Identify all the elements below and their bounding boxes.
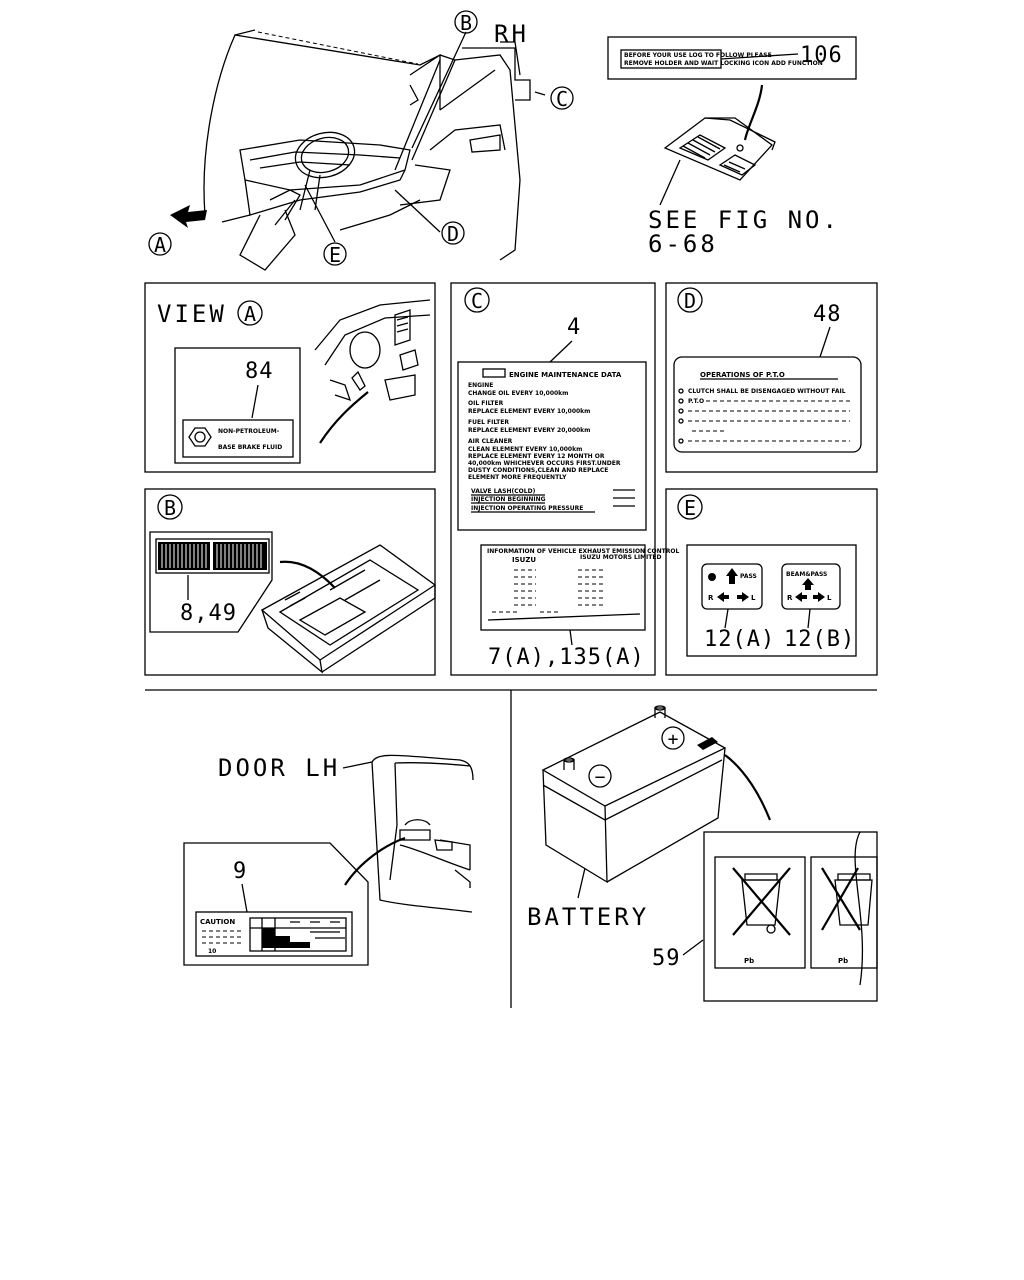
svg-text:B: B bbox=[460, 11, 472, 35]
callout-a-top: A bbox=[148, 232, 172, 257]
rh-label: RH bbox=[494, 20, 529, 48]
panel-d: D 48 OPERATIONS OF P.T.O CLUTCH SHALL BE… bbox=[665, 282, 878, 473]
svg-text:E: E bbox=[329, 243, 341, 267]
svg-text:C: C bbox=[556, 87, 568, 111]
svg-text:BEAM&PASS: BEAM&PASS bbox=[786, 571, 827, 578]
panel-c: C 4 ENGINE MAINTENANCE DATA ENGINE CHANG… bbox=[450, 282, 679, 676]
svg-text:12(B): 12(B) bbox=[784, 627, 855, 652]
door-lh-section: DOOR LH 9 CAUTION 10 bbox=[183, 754, 474, 966]
svg-text:OIL FILTER: OIL FILTER bbox=[468, 400, 504, 407]
callout-b-top: B bbox=[454, 10, 478, 35]
svg-text:CLEAN ELEMENT EVERY 10,000km: CLEAN ELEMENT EVERY 10,000km bbox=[468, 446, 582, 453]
label-106: BEFORE YOUR USE LOG TO FOLLOW PLEASE REM… bbox=[607, 36, 857, 80]
svg-text:A: A bbox=[154, 233, 166, 257]
svg-text:CLUTCH SHALL BE DISENGAGED WIT: CLUTCH SHALL BE DISENGAGED WITHOUT FAIL bbox=[688, 388, 846, 395]
svg-text:PASS: PASS bbox=[740, 573, 757, 580]
svg-text:CAUTION: CAUTION bbox=[200, 918, 235, 926]
svg-text:ENGINE MAINTENANCE DATA: ENGINE MAINTENANCE DATA bbox=[509, 371, 622, 379]
svg-text:E: E bbox=[684, 496, 696, 520]
svg-text:9: 9 bbox=[233, 859, 247, 884]
svg-text:ENGINE: ENGINE bbox=[468, 382, 493, 389]
svg-text:L: L bbox=[751, 594, 756, 602]
svg-text:AIR CLEANER: AIR CLEANER bbox=[468, 438, 513, 445]
svg-text:VALVE LASH(COLD): VALVE LASH(COLD) bbox=[471, 488, 536, 495]
svg-text:INFORMATION OF VEHICLE EXHAUST: INFORMATION OF VEHICLE EXHAUST EMISSION … bbox=[487, 548, 679, 555]
svg-text:10: 10 bbox=[208, 948, 216, 955]
panel-e: E PASS R L 12(A) BEAM&PASS R L 12(B) bbox=[665, 488, 878, 676]
battery-section: − + BATTERY Pb Pb 59 bbox=[527, 705, 878, 1002]
svg-text:OPERATIONS OF P.T.O: OPERATIONS OF P.T.O bbox=[700, 371, 785, 379]
svg-text:BASE BRAKE FLUID: BASE BRAKE FLUID bbox=[218, 444, 282, 451]
battery-plus: + bbox=[668, 729, 679, 750]
cab-interior-illustration bbox=[170, 29, 546, 271]
svg-text:59: 59 bbox=[652, 946, 681, 971]
svg-text:BATTERY: BATTERY bbox=[527, 903, 649, 931]
svg-text:REPLACE ELEMENT EVERY 12 MONTH: REPLACE ELEMENT EVERY 12 MONTH OR bbox=[468, 453, 605, 460]
svg-text:INJECTION BEGINNING: INJECTION BEGINNING bbox=[471, 496, 546, 503]
svg-text:ELEMENT MORE FREQUENTLY: ELEMENT MORE FREQUENTLY bbox=[468, 474, 567, 481]
svg-text:84: 84 bbox=[245, 359, 274, 384]
overhead-console-illustration bbox=[659, 84, 776, 206]
svg-text:DUSTY CONDITIONS,CLEAN AND REP: DUSTY CONDITIONS,CLEAN AND REPLACE bbox=[468, 467, 608, 474]
view-arrow bbox=[170, 205, 207, 228]
svg-text:ISUZU MOTORS LIMITED: ISUZU MOTORS LIMITED bbox=[580, 554, 661, 561]
callout-c-top: C bbox=[550, 86, 574, 111]
pb-label-1: Pb bbox=[744, 957, 754, 965]
svg-text:8,49: 8,49 bbox=[180, 601, 237, 626]
battery-minus: − bbox=[595, 767, 606, 788]
svg-text:A: A bbox=[244, 302, 256, 326]
svg-text:12(A): 12(A) bbox=[704, 627, 775, 652]
svg-text:40,000km WHICHEVER OCCURS FIRS: 40,000km WHICHEVER OCCURS FIRST.UNDER bbox=[468, 460, 621, 467]
svg-text:106: 106 bbox=[800, 43, 843, 68]
svg-text:4: 4 bbox=[567, 315, 581, 340]
svg-text:CHANGE OIL EVERY 10,000km: CHANGE OIL EVERY 10,000km bbox=[468, 390, 568, 397]
svg-text:B: B bbox=[164, 496, 176, 520]
svg-text:R: R bbox=[787, 594, 793, 602]
svg-text:FUEL FILTER: FUEL FILTER bbox=[468, 419, 509, 426]
pb-label-2: Pb bbox=[838, 957, 848, 965]
panel-view-a: VIEW A 84 NON-PETROLEUM- BASE BRAKE FLUI… bbox=[144, 282, 436, 473]
svg-text:R: R bbox=[708, 594, 714, 602]
svg-text:BEFORE YOUR USE LOG TO FOLLOW: BEFORE YOUR USE LOG TO FOLLOW PLEASE bbox=[624, 52, 772, 59]
svg-text:DOOR LH: DOOR LH bbox=[218, 754, 340, 782]
callout-d-top: D bbox=[441, 221, 465, 246]
svg-text:NON-PETROLEUM-: NON-PETROLEUM- bbox=[218, 428, 280, 435]
svg-text:VIEW: VIEW bbox=[157, 300, 227, 328]
see-fig-line1: SEE FIG NO. bbox=[648, 206, 840, 234]
svg-text:7(A),135(A): 7(A),135(A) bbox=[488, 645, 645, 670]
svg-text:P.T.O: P.T.O bbox=[688, 398, 704, 405]
svg-text:L: L bbox=[827, 594, 832, 602]
svg-text:REPLACE ELEMENT EVERY 10,000km: REPLACE ELEMENT EVERY 10,000km bbox=[468, 408, 590, 415]
panel-b: B 8,49 bbox=[144, 488, 437, 676]
see-fig-line2: 6-68 bbox=[648, 230, 718, 258]
callout-e-top: E bbox=[323, 242, 347, 267]
svg-text:C: C bbox=[471, 289, 483, 313]
svg-text:48: 48 bbox=[813, 302, 842, 327]
svg-text:D: D bbox=[684, 289, 696, 313]
svg-text:INJECTION OPERATING PRESSURE: INJECTION OPERATING PRESSURE bbox=[471, 505, 583, 512]
svg-text:D: D bbox=[447, 222, 459, 246]
svg-text:ISUZU: ISUZU bbox=[512, 556, 536, 564]
svg-text:REMOVE HOLDER AND WAIT LOCKING: REMOVE HOLDER AND WAIT LOCKING ICON ADD … bbox=[624, 60, 823, 67]
svg-text:REPLACE ELEMENT EVERY 20,000km: REPLACE ELEMENT EVERY 20,000km bbox=[468, 427, 590, 434]
